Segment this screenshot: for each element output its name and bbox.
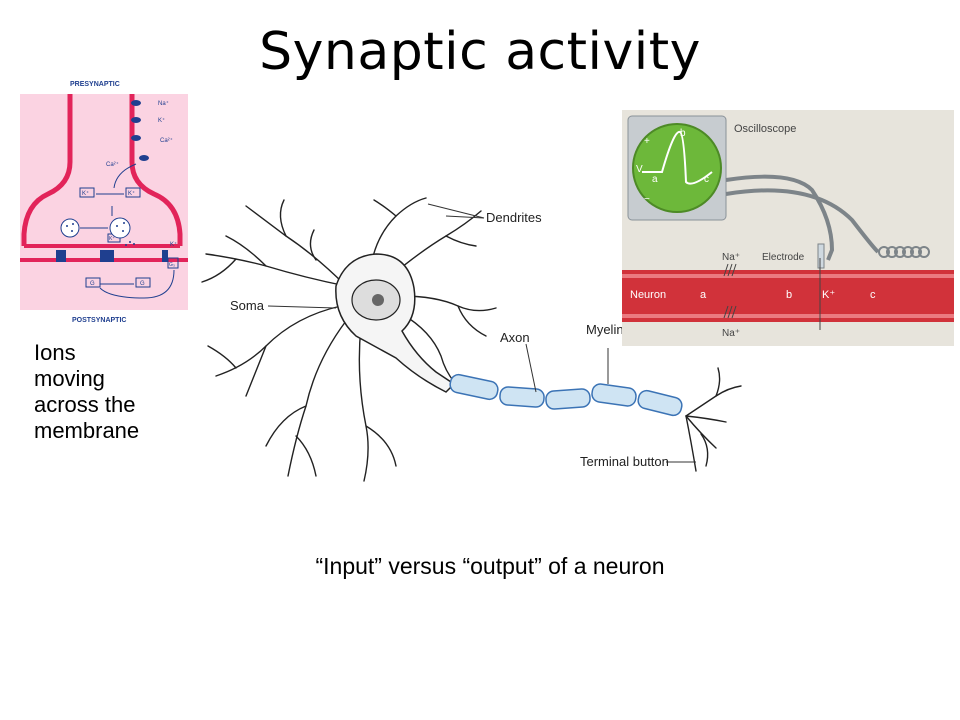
ions-line-2: moving (34, 366, 105, 391)
axon-k-label: K⁺ (822, 289, 835, 301)
axon-label: Axon (500, 330, 530, 345)
ions-line-3: across the (34, 392, 136, 417)
axon-a-label: a (700, 289, 707, 301)
na-bottom-label: Na⁺ (722, 328, 740, 339)
ion-label-2: K⁺ (158, 117, 165, 124)
ions-line-4: membrane (34, 418, 140, 443)
ions-side-label: Ions moving across the membrane (34, 340, 194, 444)
box-label-1: K⁺ (82, 190, 89, 197)
box-label-4: G (90, 281, 95, 287)
screen-v: V (636, 164, 643, 175)
screen-c: c (704, 174, 709, 185)
synapse-diagram: PRESYNAPTIC Na⁺ K⁺ Ca²⁺ Ca²⁺ K⁺ K⁺ K⁺ K⁺… (20, 76, 188, 330)
box-label-5: G (140, 281, 145, 287)
oscilloscope-diagram: + b V a c − Oscilloscope Na⁺ Electrode N… (622, 110, 954, 346)
ion-label-4: Ca²⁺ (106, 161, 119, 168)
axon-neuron-label: Neuron (630, 289, 666, 301)
screen-minus: − (644, 194, 650, 205)
ion-label-3: Ca²⁺ (160, 137, 173, 144)
axon-b-label: b (786, 289, 792, 301)
presynaptic-label: PRESYNAPTIC (70, 81, 120, 88)
neuron-diagram: Dendrites Soma Axon Myelin sheath Termin… (196, 196, 750, 492)
soma-label: Soma (230, 298, 265, 313)
na-top-label: Na⁺ (722, 252, 740, 263)
ion-label-1: Na⁺ (158, 100, 169, 107)
screen-plus: + (644, 136, 650, 147)
electrode-label: Electrode (762, 252, 805, 263)
caption: “Input” versus “output” of a neuron (315, 553, 665, 579)
box-label-3: K⁺ (109, 236, 115, 242)
box-label-2: K⁺ (128, 190, 135, 197)
screen-b: b (680, 128, 686, 139)
terminal-button-label: Terminal button (580, 454, 669, 469)
oscilloscope-title: Oscilloscope (734, 123, 796, 135)
box-label-6: G₃ (169, 262, 175, 268)
dendrites-label: Dendrites (486, 210, 542, 225)
ions-line-1: Ions (34, 340, 76, 365)
ion-label-5: K⁺ (170, 241, 177, 248)
postsynaptic-label: POSTSYNAPTIC (72, 317, 126, 324)
screen-a: a (652, 174, 658, 185)
slide-title: Synaptic activity (259, 22, 701, 82)
axon-c-label: c (870, 289, 876, 301)
